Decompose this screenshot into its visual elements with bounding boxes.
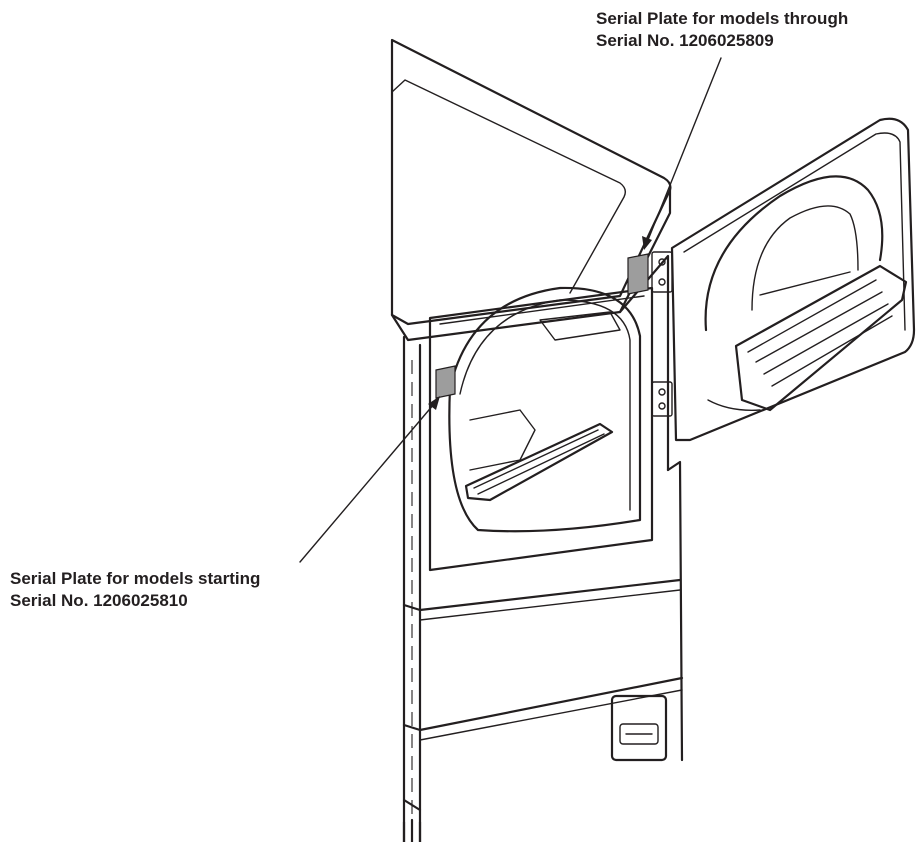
cabinet-front	[402, 254, 684, 844]
serial-plate-new	[435, 365, 456, 399]
open-door	[670, 117, 916, 442]
callout-arrow-left	[299, 396, 440, 563]
callout-top-line2: Serial No. 1206025809	[596, 31, 774, 50]
callout-arrow-top	[642, 57, 722, 250]
callout-left-line2: Serial No. 1206025810	[10, 591, 188, 610]
callout-left-line1: Serial Plate for models starting	[10, 569, 261, 588]
callout-serial-plate-starting: Serial Plate for models starting Serial …	[10, 568, 260, 612]
serial-plate-old	[627, 253, 649, 295]
door-opening	[428, 286, 654, 572]
coin-box	[610, 694, 668, 762]
callout-serial-plate-through: Serial Plate for models through Serial N…	[596, 8, 848, 52]
door-hinges	[651, 251, 673, 417]
callout-top-line1: Serial Plate for models through	[596, 9, 849, 28]
